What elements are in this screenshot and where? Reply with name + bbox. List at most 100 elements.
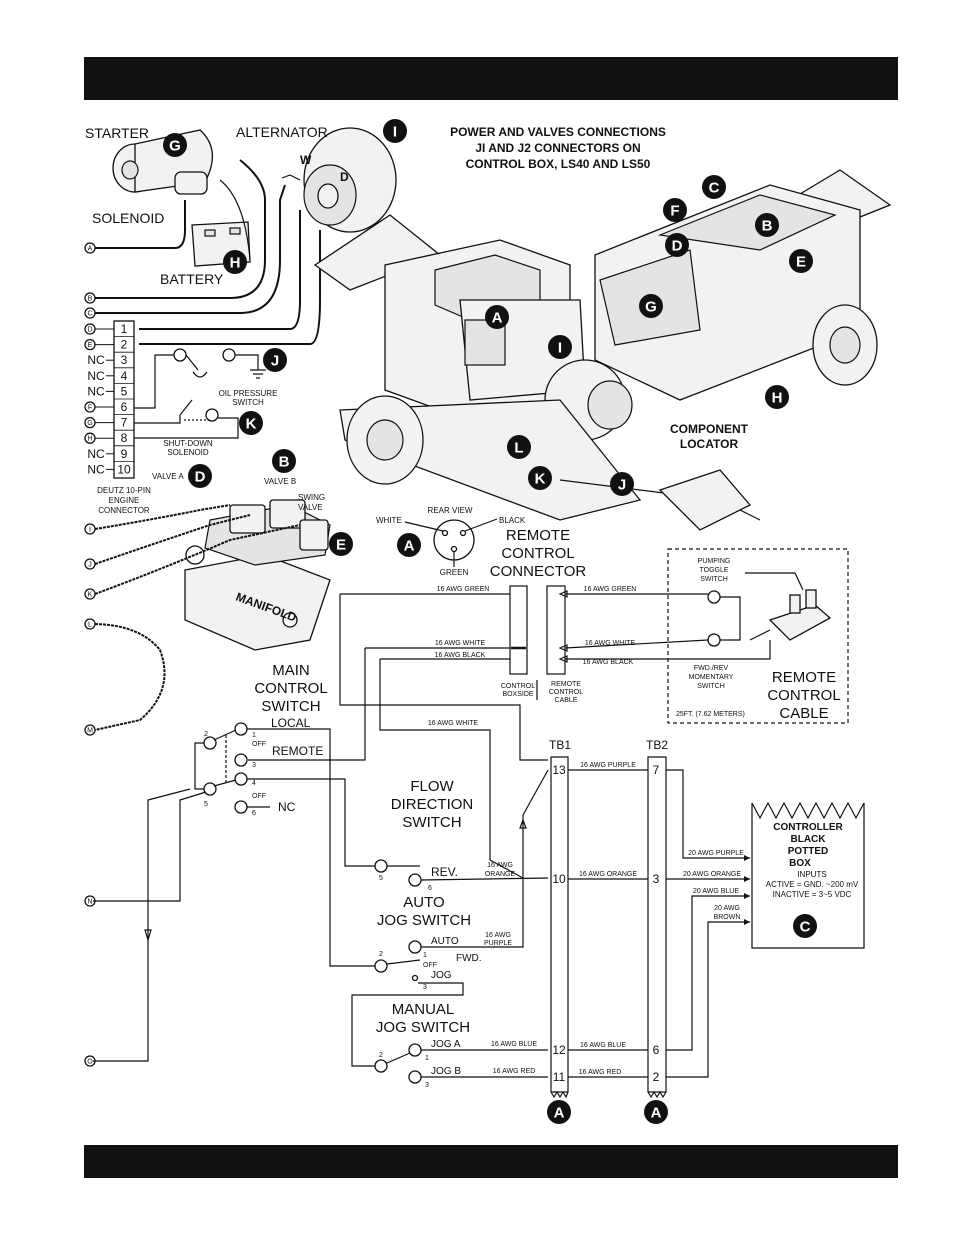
terminal-block-tb1 [550,756,569,1099]
callout-h-label: H [230,255,241,272]
remote-cable-box [667,548,849,724]
controller-inputs-2: ACTIVE = GND. ~200 mV [766,880,859,889]
starter-label: STARTER [85,125,149,141]
callout-h-label: H [772,390,783,407]
deutz-label-1: DEUTZ 10-PIN [97,486,151,495]
controller-title-4: BOX [789,858,811,869]
wire-black-cable: 16 AWG BLACK [583,659,634,666]
engine-wires [94,159,321,345]
callout-b [755,213,779,237]
deutz-label-2: ENGINE [109,496,140,505]
callout-a [485,305,509,329]
main-switch-off-1: OFF [252,741,266,748]
main-switch-local-label: LOCAL [271,716,311,730]
callout-h [765,385,789,409]
callout-k-label: K [535,471,546,488]
callout-b-label: B [762,218,773,235]
oil-pressure-label-1: OIL PRESSURE [219,389,278,398]
wire-orange-20: 20 AWG ORANGE [683,871,741,878]
wire-purple-split-1: 16 AWG [485,932,511,939]
wire-brown-20-1: 20 AWG [714,905,740,912]
callout-f [663,198,687,222]
connector-pin-number: 9 [121,447,128,461]
flow-switch-label-3: SWITCH [402,814,461,831]
callout-k [528,466,552,490]
fwd-label: FWD. [456,953,482,964]
auto-jog-label-1: AUTO [403,894,444,911]
callout-d [188,464,212,488]
manifold-illustration [184,499,331,651]
jog-label: JOG [431,970,452,981]
callout-g-label: G [645,299,657,316]
callout-j [610,472,634,496]
tb2-pin-2: 2 [653,1070,660,1084]
callout-g [163,133,187,157]
auto-jog-pin-3: 3 [423,984,427,991]
callout-d-label: D [672,238,683,255]
side-node-column-bottom: I J K L M N O [84,523,96,1067]
controller-title-1: CONTROLLER [773,822,843,833]
controller-title-3: POTTED [788,846,829,857]
cable-length-label: 25FT. (7.62 METERS) [676,711,745,718]
main-switch-pin-4: 4 [252,780,256,787]
connector-pin-number: 3 [121,353,128,367]
connector-pin-node-label: E [88,342,93,349]
flow-switch-pin-6: 6 [428,885,432,892]
flow-switch-pin-5: 5 [379,875,383,882]
starter-illustration [112,129,213,195]
main-switch-pin-3: 3 [252,762,256,769]
remote-connector-label-2: CONTROL [501,545,574,562]
connector-green-label: GREEN [440,568,469,577]
remote-switches [707,572,832,647]
remote-cable-label-3: CABLE [779,705,828,722]
manual-jog-pin-2: 2 [379,1052,383,1059]
callout-d-label: D [195,469,206,486]
wire-orange-split-2: ORANGE [485,871,516,878]
connector-pin-nc-label: NC [87,447,105,461]
connector-pin-nc-label: NC [87,369,105,383]
deutz-label-3: CONNECTOR [98,506,150,515]
jog-b-label: JOG B [431,1066,461,1077]
tb2-label: TB2 [646,738,668,752]
pump-machine-illustration [313,169,892,531]
remote-cable-label-1: REMOTE [772,669,836,686]
boxside-label-1: CONTROL [501,683,535,690]
callout-a [644,1100,668,1124]
rev-label: REV. [431,865,458,879]
auto-jog-label-2: JOG SWITCH [377,912,471,929]
main-switch-label-1: MAIN [272,662,310,679]
alternator-illustration [281,127,397,233]
main-switch-off-2: OFF [252,793,266,800]
valve-a-label: VALVE A [152,472,184,481]
callout-i [548,335,572,359]
wire-green-cable: 16 AWG GREEN [584,586,637,593]
wire-blue-tb: 16 AWG BLUE [580,1042,626,1049]
main-switch-label-2: CONTROL [254,680,327,697]
callout-e-label: E [336,537,346,554]
node-m-label: M [87,728,93,735]
main-switch-nc-label: NC [278,800,296,814]
node-o-label: O [87,1059,93,1066]
node-a [84,242,96,254]
footer-bar [84,1145,898,1178]
wire-blue-jog: 16 AWG BLUE [491,1041,537,1048]
title-line-2: JI AND J2 CONNECTORS ON [475,141,640,155]
wire-purple-tb: 16 AWG PURPLE [580,762,636,769]
flow-switch-label-1: FLOW [410,778,454,795]
node-c-label: C [87,311,92,318]
callout-j [263,348,287,372]
node-b [84,292,96,304]
callout-a-label: A [554,1105,565,1122]
cable-side-label-1: REMOTE [551,681,581,688]
callout-l [507,435,531,459]
callout-k-label: K [246,416,257,433]
deutz-connector [113,320,135,479]
fwd-rev-label-3: SWITCH [697,683,725,690]
remote-connector-face [404,518,498,567]
wire-purple-20: 20 AWG PURPLE [688,850,744,857]
shutdown-label-1: SHUT-DOWN [163,439,213,448]
auto-jog-pin-1: 1 [423,952,427,959]
controller-box [751,801,865,949]
wire-blue-20: 20 AWG BLUE [693,888,739,895]
